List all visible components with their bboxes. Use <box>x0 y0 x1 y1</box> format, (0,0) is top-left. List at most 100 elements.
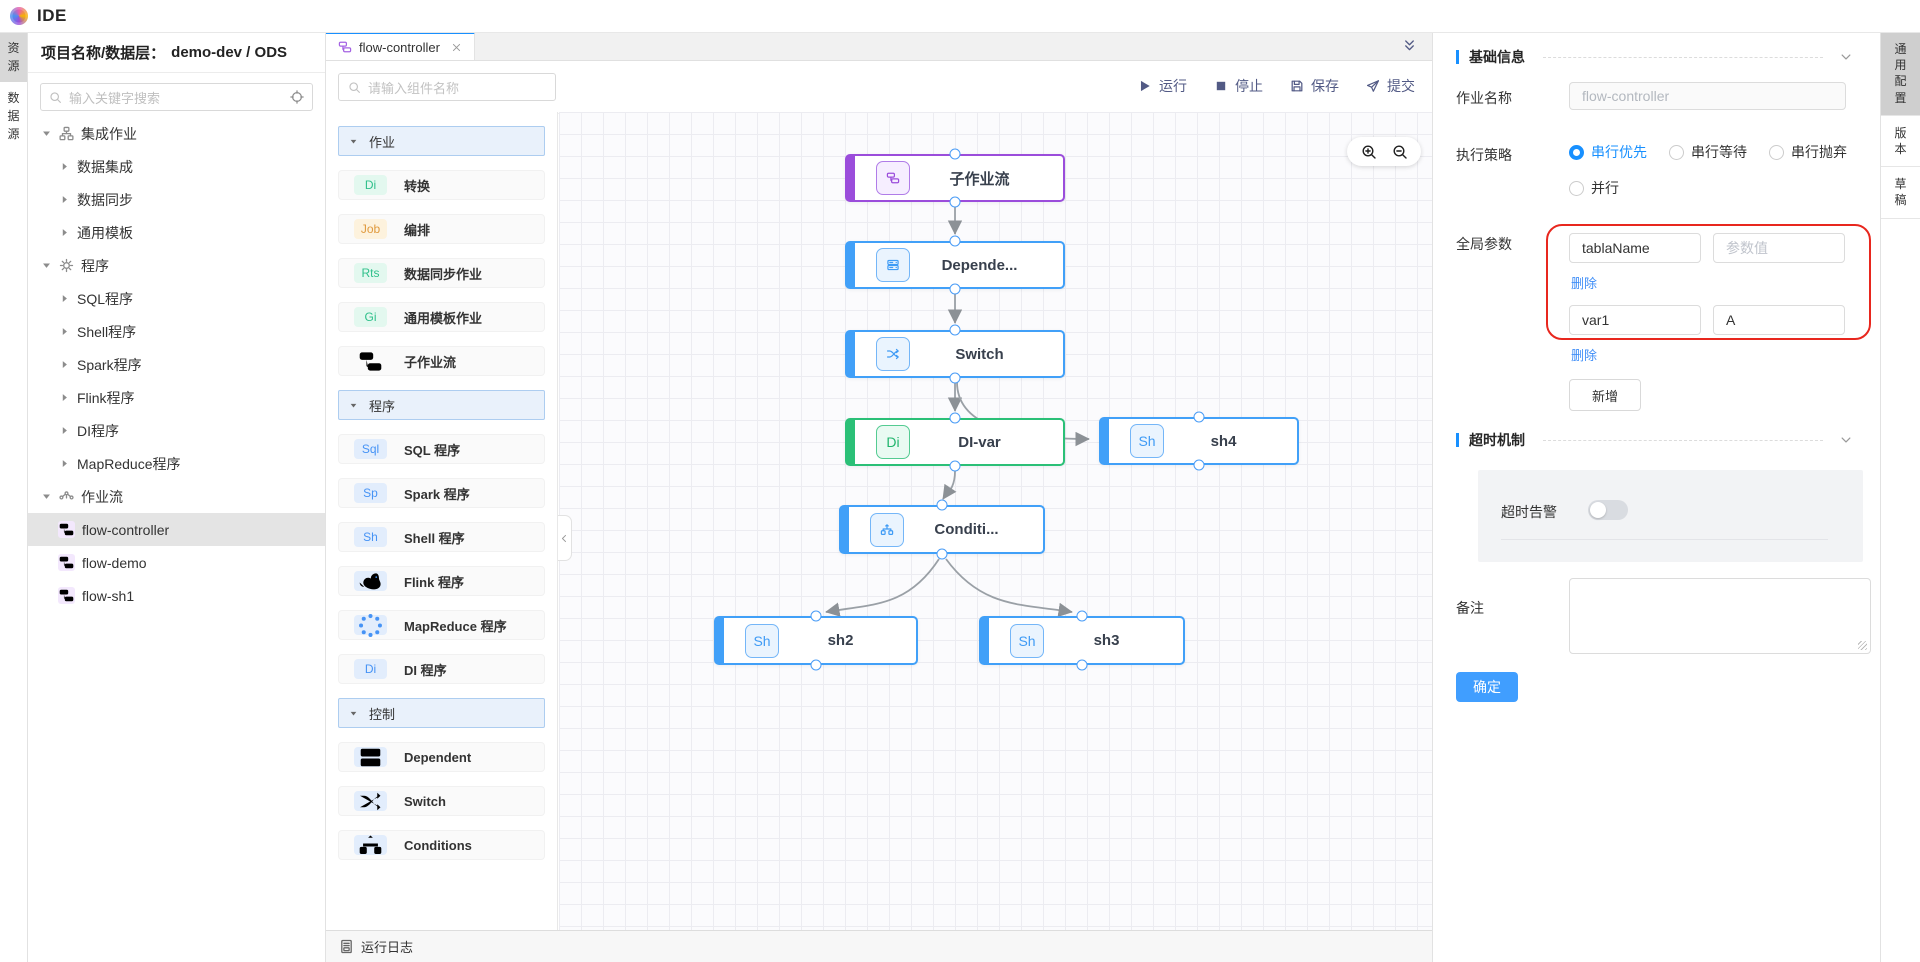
section-title: 超时机制 <box>1469 432 1525 448</box>
palette-item-DI 程序[interactable]: DiDI 程序 <box>338 654 545 684</box>
port-sh3-top[interactable] <box>1076 610 1088 622</box>
tree-item-作业流[interactable]: 作业流 <box>28 480 325 513</box>
timeout-alert-toggle[interactable] <box>1588 500 1628 520</box>
tree-item-Flink程序[interactable]: Flink程序 <box>28 381 325 414</box>
port-subflow-bottom[interactable] <box>949 196 961 208</box>
tree-item-label: 数据集成 <box>77 158 133 175</box>
close-icon[interactable] <box>451 42 462 53</box>
tree-item-flow-sh1[interactable]: flow-sh1 <box>28 579 325 612</box>
port-subflow-top[interactable] <box>949 148 961 160</box>
port-dependent-top[interactable] <box>949 235 961 247</box>
job-name-input[interactable]: flow-controller <box>1569 82 1846 110</box>
flow-node-switch[interactable]: Switch <box>845 330 1065 378</box>
left-rail-item-数据源[interactable]: 数据源 <box>7 91 20 141</box>
tree-item-Spark程序[interactable]: Spark程序 <box>28 348 325 381</box>
flow-node-subflow[interactable]: 子作业流 <box>845 154 1065 202</box>
tree-item-DI程序[interactable]: DI程序 <box>28 414 325 447</box>
port-sh3-bottom[interactable] <box>1076 659 1088 671</box>
port-sh2-bottom[interactable] <box>810 659 822 671</box>
tree-item-MapReduce程序[interactable]: MapReduce程序 <box>28 447 325 480</box>
palette-section-控制[interactable]: 控制 <box>338 698 545 728</box>
palette-item-Dependent[interactable]: Dependent <box>338 742 545 772</box>
param-name-input[interactable]: tablaName <box>1569 233 1701 263</box>
explorer-search-input[interactable]: 输入关键字搜索 <box>40 83 313 111</box>
component-search-input[interactable]: 请输入组件名称 <box>338 73 556 101</box>
zoom-out-icon[interactable] <box>1392 144 1408 160</box>
remark-textarea[interactable] <box>1569 578 1871 654</box>
port-conditions-bottom[interactable] <box>936 548 948 560</box>
palette-item-SQL 程序[interactable]: SqlSQL 程序 <box>338 434 545 464</box>
delete-param-link[interactable]: 删除 <box>1571 276 1598 291</box>
run-log-bar[interactable]: 运行日志 <box>326 930 1433 962</box>
right-rail-item-版本[interactable]: 版本 <box>1881 116 1920 168</box>
palette-item-Shell 程序[interactable]: ShShell 程序 <box>338 522 545 552</box>
port-switch-top[interactable] <box>949 324 961 336</box>
delete-param-link[interactable]: 删除 <box>1571 348 1598 363</box>
toolbar-button-提交[interactable]: 提交 <box>1366 76 1415 96</box>
tree-item-Shell程序[interactable]: Shell程序 <box>28 315 325 348</box>
radio-并行[interactable]: 并行 <box>1569 178 1619 198</box>
edge-conditions-to-sh2[interactable] <box>825 558 940 617</box>
palette-section-程序[interactable]: 程序 <box>338 390 545 420</box>
add-param-button[interactable]: 新增 <box>1569 379 1641 411</box>
flow-node-conditions[interactable]: Conditi... <box>839 505 1045 554</box>
radio-串行优先[interactable]: 串行优先 <box>1569 142 1647 162</box>
port-sh2-top[interactable] <box>810 610 822 622</box>
tab-flow-controller[interactable]: flow-controller <box>326 32 475 60</box>
tree-item-数据集成[interactable]: 数据集成 <box>28 150 325 183</box>
edge-di-var-to-conditions[interactable] <box>942 470 957 500</box>
edge-conditions-to-sh3[interactable] <box>945 558 1073 618</box>
tree-item-flow-controller[interactable]: flow-controller <box>28 513 325 546</box>
toolbar-button-停止[interactable]: 停止 <box>1214 76 1263 96</box>
right-rail-item-通用配置[interactable]: 通用配置 <box>1881 32 1920 116</box>
tree-item-通用模板[interactable]: 通用模板 <box>28 216 325 249</box>
palette-item-Switch[interactable]: Switch <box>338 786 545 816</box>
flow-node-dependent[interactable]: Depende... <box>845 241 1065 289</box>
port-sh4-bottom[interactable] <box>1193 459 1205 471</box>
tree-item-SQL程序[interactable]: SQL程序 <box>28 282 325 315</box>
radio-串行等待[interactable]: 串行等待 <box>1669 142 1747 162</box>
confirm-button[interactable]: 确定 <box>1456 672 1518 702</box>
toolbar-button-保存[interactable]: 保存 <box>1290 76 1339 96</box>
palette-collapse-handle[interactable] <box>558 515 572 561</box>
palette-item-子作业流[interactable]: 子作业流 <box>338 346 545 376</box>
port-dependent-bottom[interactable] <box>949 283 961 295</box>
zoom-in-icon[interactable] <box>1361 144 1377 160</box>
tree-item-数据同步[interactable]: 数据同步 <box>28 183 325 216</box>
param-value-input[interactable]: 参数值 <box>1713 233 1845 263</box>
tree-item-集成作业[interactable]: 集成作业 <box>28 117 325 150</box>
palette-section-作业[interactable]: 作业 <box>338 126 545 156</box>
node-badge-icon: Sh <box>1010 623 1044 658</box>
right-rail-item-草稿[interactable]: 草稿 <box>1881 167 1920 219</box>
palette-item-Spark 程序[interactable]: SpSpark 程序 <box>338 478 545 508</box>
radio-串行抛弃[interactable]: 串行抛弃 <box>1769 142 1847 162</box>
palette-item-Flink 程序[interactable]: Flink 程序 <box>338 566 545 596</box>
port-di-var-top[interactable] <box>949 412 961 424</box>
param-name-input[interactable]: var1 <box>1569 305 1701 335</box>
param-value-input[interactable]: A <box>1713 305 1845 335</box>
chevrons-down-icon[interactable] <box>1402 38 1417 53</box>
palette-item-MapReduce 程序[interactable]: MapReduce 程序 <box>338 610 545 640</box>
port-sh4-top[interactable] <box>1193 411 1205 423</box>
left-rail-item-资源[interactable]: 资源 <box>0 32 27 82</box>
tree-item-flow-demo[interactable]: flow-demo <box>28 546 325 579</box>
toolbar-button-运行[interactable]: 运行 <box>1138 76 1187 96</box>
chevron-down-icon[interactable] <box>1839 433 1853 447</box>
port-conditions-top[interactable] <box>936 499 948 511</box>
tree-item-程序[interactable]: 程序 <box>28 249 325 282</box>
palette-item-Conditions[interactable]: Conditions <box>338 830 545 860</box>
locate-icon[interactable] <box>290 90 304 104</box>
port-di-var-bottom[interactable] <box>949 460 961 472</box>
chevron-down-icon[interactable] <box>1839 50 1853 64</box>
port-switch-bottom[interactable] <box>949 372 961 384</box>
param-value-value: 参数值 <box>1726 240 1768 256</box>
